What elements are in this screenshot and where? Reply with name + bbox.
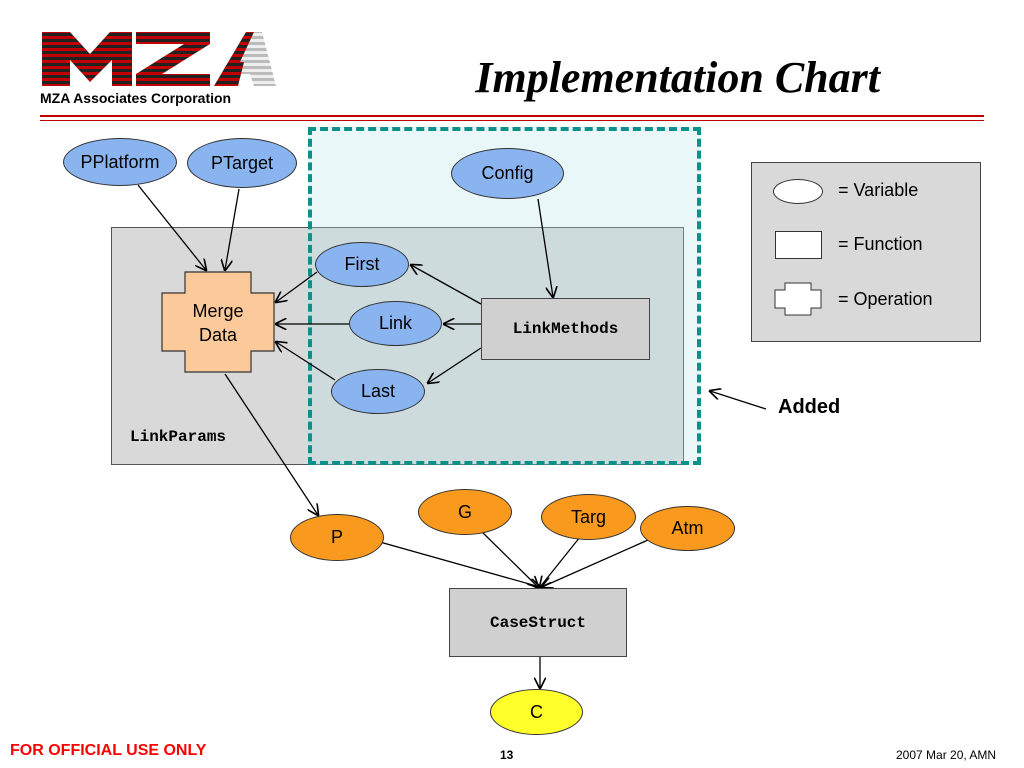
edge-g-casestruct <box>477 527 538 587</box>
node-linkmethods: LinkMethods <box>481 298 650 360</box>
company-name: MZA Associates Corporation <box>40 90 232 106</box>
node-c: C <box>490 689 583 735</box>
node-config: Config <box>451 148 564 199</box>
edge-atm-casestruct <box>542 539 649 587</box>
node-p: P <box>290 514 384 561</box>
merge-label-line1: Merge <box>192 301 244 321</box>
edge-merge-p <box>224 373 318 515</box>
legend-operation-swatch <box>774 282 822 316</box>
node-merge-data: Merge Data <box>161 271 275 373</box>
header-divider-thin <box>40 120 984 121</box>
edge-added-pointer <box>710 391 767 410</box>
added-annotation: Added <box>778 396 841 418</box>
node-first: First <box>315 242 409 287</box>
page-number: 13 <box>500 748 514 762</box>
edge-first-merge <box>276 271 318 302</box>
legend-variable-swatch <box>773 179 823 204</box>
edge-config-linkmethods <box>537 198 553 297</box>
merge-label-line2: Data <box>198 325 238 345</box>
node-g: G <box>418 489 512 535</box>
page-title: Implementation Chart <box>475 53 880 102</box>
node-targ: Targ <box>541 494 636 540</box>
edge-p-casestruct <box>379 541 540 587</box>
date-author: 2007 Mar 20, AMN <box>896 748 997 762</box>
operation-cross-shape <box>161 271 275 373</box>
edge-pplatform-merge <box>137 184 206 270</box>
classification-footer: FOR OFFICIAL USE ONLY <box>10 742 207 759</box>
linkparams-label: LinkParams <box>130 428 227 446</box>
mza-logo-graphic <box>42 32 276 86</box>
node-atm: Atm <box>640 506 735 551</box>
node-link: Link <box>349 301 442 346</box>
edge-ptarget-merge <box>225 188 240 270</box>
legend-function-label: = Function <box>838 234 923 254</box>
legend-function-swatch <box>775 231 822 259</box>
edge-linkmethods-first <box>411 265 482 305</box>
legend-variable-label: = Variable <box>838 180 919 200</box>
node-casestruct: CaseStruct <box>449 588 627 657</box>
legend-operation-label: = Operation <box>838 289 933 309</box>
legend-cross-icon <box>774 282 822 316</box>
company-logo <box>40 30 278 88</box>
edge-linkmethods-last <box>428 347 482 383</box>
node-ptarget: PTarget <box>187 138 297 188</box>
node-pplatform: PPlatform <box>63 138 177 186</box>
header-divider <box>40 115 984 117</box>
edge-last-merge <box>276 342 336 381</box>
node-last: Last <box>331 369 425 414</box>
